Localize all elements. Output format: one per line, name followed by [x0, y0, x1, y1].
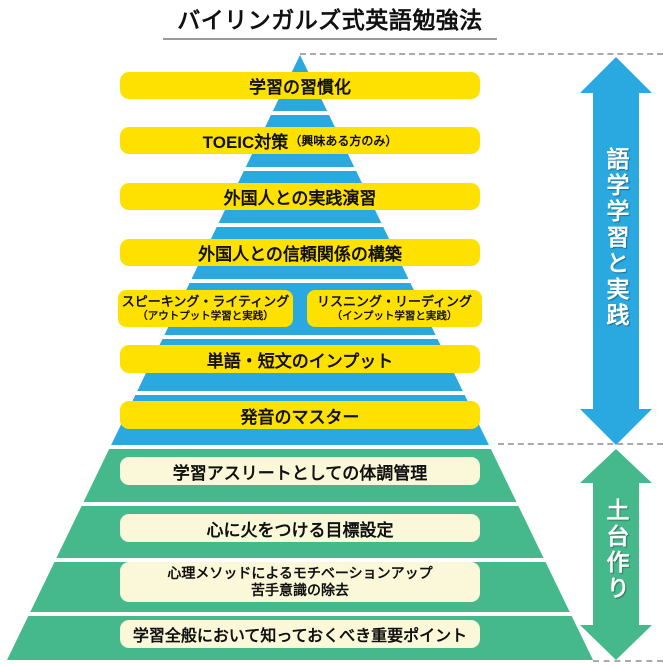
- step-key-points: 学習全般において知っておくべき重要ポイント: [120, 620, 480, 648]
- step-label: 学習アスリートとしての体調管理: [172, 463, 428, 483]
- step-label: スピーキング・ライティング: [121, 294, 290, 309]
- blue-arrow-label: 語学学習と実践: [603, 147, 629, 329]
- green-arrow-up-icon: [580, 449, 652, 483]
- step-pronunciation: 発音のマスター: [120, 401, 480, 429]
- step-toeic: TOEIC対策 （興味ある方のみ）: [120, 127, 480, 154]
- step-note: （インプット学習と実践）: [331, 309, 458, 322]
- green-arrow-shaft: [593, 481, 639, 627]
- dashed-line-bottom: [593, 660, 663, 662]
- step-vocab-input: 単語・短文のインプット: [120, 345, 480, 373]
- step-listening-reading: リスニング・リーディング （インプット学習と実践）: [307, 290, 482, 327]
- green-arrow-label: 土台作り: [603, 498, 629, 602]
- step-label-line2: 苦手意識の除去: [251, 582, 349, 598]
- blue-arrow-up-icon: [580, 57, 652, 93]
- step-label: 心に火をつける目標設定: [206, 520, 394, 540]
- step-trust-building: 外国人との信頼関係の構築: [120, 239, 480, 266]
- blue-arrow-down-icon: [580, 409, 652, 445]
- pyramid-band: [7, 283, 593, 335]
- blue-arrow-shaft: [593, 91, 639, 411]
- step-label: リスニング・リーディング: [316, 294, 473, 309]
- step-label: 単語・短文のインプット: [206, 351, 394, 371]
- step-label: 心理メソッドによるモチベーションアップ: [167, 564, 433, 581]
- step-label: 学習の習慣化: [249, 78, 351, 97]
- step-goal-setting: 心に火をつける目標設定: [120, 514, 480, 542]
- step-practice-with-foreigners: 外国人との実践演習: [120, 183, 480, 210]
- step-label: 発音のマスター: [240, 407, 360, 427]
- step-speaking-writing: スピーキング・ライティング （アウトプット学習と実践）: [118, 290, 293, 327]
- step-label: TOEIC対策: [202, 133, 289, 152]
- step-label: 学習全般において知っておくべき重要ポイント: [132, 628, 468, 645]
- green-arrow-down-icon: [580, 625, 652, 660]
- step-label: 外国人との信頼関係の構築: [198, 245, 402, 264]
- step-note: （アウトプット学習と実践）: [137, 309, 274, 322]
- step-health-management: 学習アスリートとしての体調管理: [120, 457, 480, 485]
- step-label: 外国人との実践演習: [223, 189, 377, 208]
- step-note: （興味ある方のみ）: [289, 134, 398, 148]
- page-title: バイリンガルズ式英語勉強法: [163, 1, 497, 40]
- dashed-line-top: [300, 53, 663, 55]
- step-motivation: 心理メソッドによるモチベーションアップ 苦手意識の除去: [120, 562, 480, 602]
- step-habit: 学習の習慣化: [120, 72, 480, 99]
